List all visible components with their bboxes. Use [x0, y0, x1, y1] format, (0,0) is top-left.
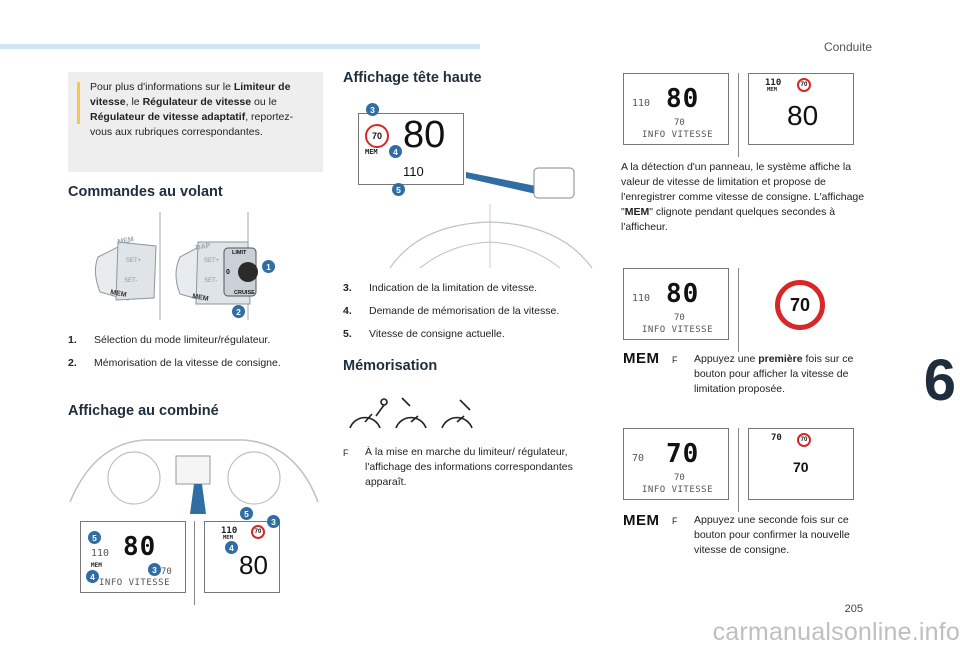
stalk-label-mem-left: MEM [110, 289, 127, 299]
divider [738, 73, 739, 157]
list-item: 1.Sélection du mode limiteur/régulateur. [68, 334, 271, 346]
callout-3-lcd: 3 [148, 563, 161, 576]
combine-title: Affichage au combiné [68, 403, 219, 419]
lcd-small-speed: 110 [632, 293, 651, 304]
stalk-label-limit: LIMIT [232, 250, 247, 256]
lcd-limit: 70 [674, 313, 685, 323]
hud-list: 3.Indication de la limitation de vitesse… [343, 281, 605, 350]
hud-mem: MEM [767, 87, 777, 93]
lcd-speed: 70 [666, 439, 700, 469]
lcd-small-speed: 110 [632, 98, 651, 109]
combine-hud: 110 MEM 70 80 [204, 521, 280, 593]
stalk-label-dap: DAP [195, 242, 211, 252]
hud-small-speed: 110 [765, 78, 782, 88]
lcd-mem: MEM [91, 562, 102, 569]
hud-panel-1: 110 MEM 70 80 [748, 73, 854, 145]
hud-small-speed: 110 [221, 526, 238, 536]
divider [738, 268, 739, 352]
lcd-limit: 70 [674, 473, 685, 483]
lcd-speed: 80 [666, 279, 700, 309]
lcd-limit: 70 [161, 567, 172, 577]
speedometer-icons [349, 397, 473, 429]
hud-panel-3: 70 70 70 [748, 428, 854, 500]
hud-limit-sign-large: 70 [365, 124, 389, 148]
speed-limit-sign: 70 [775, 280, 825, 330]
info-note: Pour plus d'informations sur le Limiteur… [68, 72, 323, 172]
lcd-info: INFO VITESSE [642, 485, 714, 495]
note-accent-bar [77, 82, 80, 124]
lcd-info: INFO VITESSE [642, 325, 714, 335]
callout-4-lcd: 4 [86, 570, 99, 583]
callout-3-hud: 3 [366, 103, 379, 116]
lcd-info: INFO VITESSE [642, 130, 714, 140]
stalk-label-zero: 0 [226, 269, 230, 276]
lcd-panel-1: 80 110 70 INFO VITESSE [623, 73, 729, 145]
list-item: 4.Demande de mémorisation de la vitesse. [343, 305, 560, 317]
callout-1-stalk: 1 [262, 260, 275, 273]
page-number: 205 [844, 603, 863, 615]
hud-set-speed: 110 [403, 164, 424, 179]
lcd-panel-3: 70 70 70 INFO VITESSE [623, 428, 729, 500]
hud-small-speed: 70 [771, 433, 782, 443]
lcd-small-speed: 110 [91, 548, 110, 559]
section-label: Conduite [823, 40, 872, 54]
hud-title: Affichage tête haute [343, 70, 482, 86]
stalk-label-set-plus-left: SET+ [126, 258, 142, 264]
callout-5-combine: 5 [240, 507, 253, 520]
mem-button-label-1: MEM [623, 350, 660, 367]
steering-stalk-illustration: MEM SET+ SET- MEM DAP SET+ SET- LIMIT 0 … [94, 212, 258, 320]
list-item: 2.Mémorisation de la vitesse de consigne… [68, 357, 281, 369]
divider [738, 428, 739, 512]
stalk-label-cruise: CRUISE [234, 290, 255, 296]
hud-limit-sign: 70 [797, 433, 811, 447]
lcd-info: INFO VITESSE [99, 578, 171, 588]
dashboard-outline [69, 439, 319, 514]
hud-mem-large: MEM [365, 148, 378, 156]
mem-button-label-2: MEM [623, 512, 660, 529]
list-item: 3.Indication de la limitation de vitesse… [343, 282, 538, 294]
lcd-small-speed: 70 [632, 453, 645, 464]
stalk-label-mem-right: MEM [192, 293, 209, 303]
hud-speed: 80 [239, 550, 268, 580]
callout-5-hud: 5 [392, 183, 405, 196]
windscreen-illustration [389, 167, 593, 269]
stalk-label-set-minus-right: SET- [204, 278, 217, 284]
hud-limit-sign: 70 [251, 525, 265, 539]
list-item: 5.Vitesse de consigne actuelle. [343, 328, 505, 340]
stalk-label-set-plus-right: SET+ [204, 258, 220, 264]
callout-5-lcd: 5 [88, 531, 101, 544]
detection-description: A la détection d'un panneau, le système … [621, 161, 865, 233]
chapter-number: 6 [923, 348, 956, 413]
hud-display: 70 80 MEM 110 [358, 113, 464, 185]
commandes-list: 1.Sélection du mode limiteur/régulateur.… [68, 333, 328, 379]
lcd-speed: 80 [123, 532, 157, 562]
hud-limit-sign: 70 [797, 78, 811, 92]
lcd-panel-2: 80 110 70 INFO VITESSE [623, 268, 729, 340]
lcd-limit: 70 [674, 118, 685, 128]
hud-speed: 70 [793, 459, 809, 475]
watermark: carmanualsonline.info [712, 618, 960, 646]
hud-speed-large: 80 [403, 114, 446, 156]
hud-mem: MEM [223, 535, 233, 541]
combine-lcd: 80 110 MEM 70 INFO VITESSE [80, 521, 186, 593]
stalk-label-mem-top: MEM [117, 236, 134, 246]
divider [194, 521, 195, 605]
hud-speed: 80 [787, 100, 819, 131]
lcd-speed: 80 [666, 84, 700, 114]
commandes-title: Commandes au volant [68, 184, 223, 200]
callout-3-combine-hud: 3 [267, 515, 280, 528]
mem-title: Mémorisation [343, 358, 438, 374]
callout-2-stalk: 2 [232, 305, 245, 318]
callout-4-hud: 4 [389, 145, 402, 158]
header-bar [0, 44, 480, 49]
callout-4-combine-hud: 4 [225, 541, 238, 554]
stalk-label-set-minus-left: SET- [124, 278, 137, 284]
